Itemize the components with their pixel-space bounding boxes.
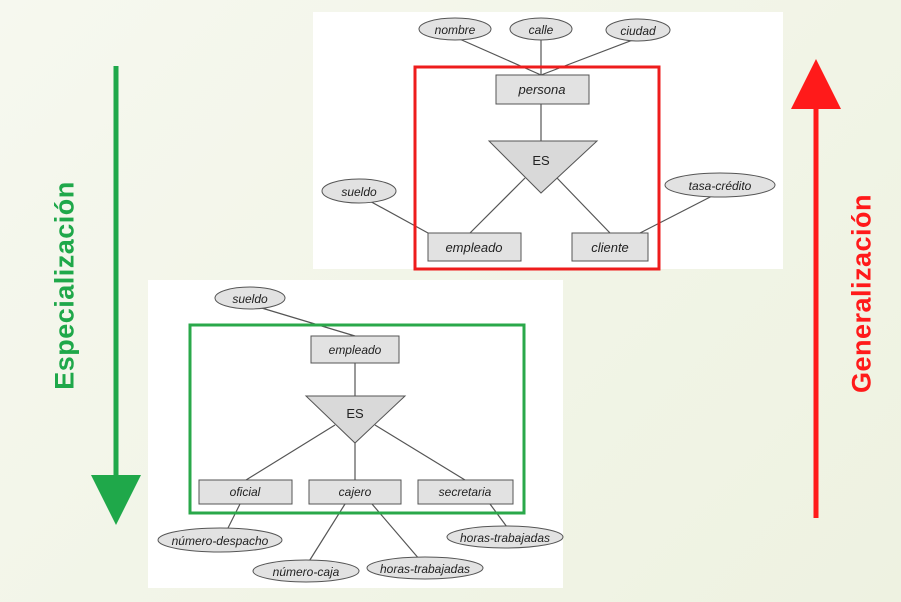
svg-text:cajero: cajero xyxy=(339,485,372,499)
svg-text:ES: ES xyxy=(532,153,550,168)
svg-text:ciudad: ciudad xyxy=(620,24,656,38)
generalization-highlight-box xyxy=(413,65,661,271)
svg-text:empleado: empleado xyxy=(445,240,502,255)
bottom-entity-oficial: oficial xyxy=(198,479,293,505)
especializacion-label: Especialización xyxy=(49,181,80,390)
bottom-attribute-numero-caja: número-caja xyxy=(252,559,360,583)
svg-text:secretaria: secretaria xyxy=(439,485,492,499)
top-attribute-sueldo: sueldo xyxy=(321,178,397,204)
bottom-entity-cajero: cajero xyxy=(308,479,402,505)
svg-text:horas-trabajadas: horas-trabajadas xyxy=(460,531,550,545)
svg-text:calle: calle xyxy=(529,23,554,37)
svg-text:sueldo: sueldo xyxy=(232,292,268,306)
svg-text:cliente: cliente xyxy=(591,240,629,255)
svg-text:persona: persona xyxy=(518,82,566,97)
top-entity-persona: persona xyxy=(495,74,590,105)
top-isa-triangle: ES xyxy=(487,140,599,194)
bottom-attribute-horas-trabajadas-secretaria: horas-trabajadas xyxy=(446,525,564,549)
bottom-entity-empleado: empleado xyxy=(310,335,400,364)
svg-text:sueldo: sueldo xyxy=(341,185,377,199)
svg-text:ES: ES xyxy=(346,406,364,421)
top-connectors xyxy=(365,36,719,234)
generalizacion-label: Generalización xyxy=(846,193,877,394)
svg-text:número-caja: número-caja xyxy=(273,565,340,579)
specialization-highlight-box xyxy=(188,323,526,515)
top-attribute-ciudad: ciudad xyxy=(605,18,671,42)
top-entity-empleado: empleado xyxy=(427,232,522,262)
bottom-attribute-horas-trabajadas-cajero: horas-trabajadas xyxy=(366,556,484,580)
top-attribute-calle: calle xyxy=(509,17,573,41)
bottom-isa-triangle: ES xyxy=(304,395,407,444)
top-entity-cliente: cliente xyxy=(571,232,649,262)
bottom-attribute-sueldo: sueldo xyxy=(214,286,286,310)
svg-text:oficial: oficial xyxy=(230,485,261,499)
svg-text:empleado: empleado xyxy=(329,343,382,357)
svg-text:número-despacho: número-despacho xyxy=(172,534,269,548)
bottom-entity-secretaria: secretaria xyxy=(417,479,514,505)
svg-text:tasa-crédito: tasa-crédito xyxy=(689,179,752,193)
svg-text:horas-trabajadas: horas-trabajadas xyxy=(380,562,470,576)
top-attribute-tasa-credito: tasa-crédito xyxy=(664,172,776,198)
top-attribute-nombre: nombre xyxy=(418,17,492,41)
bottom-attribute-numero-despacho: número-despacho xyxy=(157,527,283,553)
svg-text:nombre: nombre xyxy=(435,23,476,37)
